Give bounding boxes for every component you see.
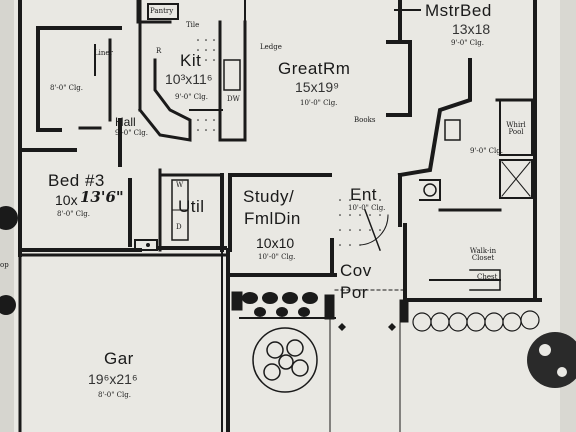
whirlpool-tub [499,99,533,156]
room-ceiling-kitchen: 9'-0" Clg. [175,93,208,101]
room-name-entry: Ent [350,185,378,204]
tree-right [527,332,576,388]
closet-dot [146,243,150,247]
room-dims-master: 13x18 [452,21,491,37]
room-dims-bed3-printed: 10x [55,192,78,208]
small-plants [338,323,396,331]
closet-chest [469,269,501,291]
fixture-pantry: Pantry [150,7,174,15]
closet-box [134,239,158,251]
master-bath-wall [397,58,472,178]
fixture-ledge: Ledge [260,43,282,51]
room-dims-garage: 19⁶x21⁶ [88,371,138,387]
vanity [444,119,461,141]
room-dims-kitchen: 10³x11⁶ [165,71,213,87]
room-name-garage: Gar [104,349,134,368]
room-ceiling-master: 9'-0" Clg. [451,39,484,47]
fixture-dw: DW [227,95,240,103]
room-ceiling-master-bath: 9'-0" Clg. [470,147,503,155]
fixture-w: W [176,181,184,189]
fixture-d: D [176,223,182,231]
fixture-walkin: Walk-in Closet [469,247,497,262]
porch-post-mid [324,294,335,320]
porch-post-right [399,299,409,323]
toilet-box [419,179,441,201]
room-name-kitchen: Kit [180,51,202,70]
room-name-bed3: Bed #3 [48,171,105,190]
fixture-books: Books [354,116,376,124]
room-ceiling-garage: 8'-0" Clg. [98,391,131,399]
paper-right-edge [560,0,576,432]
tree-front [252,327,318,393]
room-name-master: MstrBed [425,1,492,20]
room-name-great: GreatRm [278,59,351,78]
room-name-porch-line2: Por [340,283,368,302]
entry-door-swing [364,209,381,251]
room-dims-study: 10x10 [256,235,295,251]
room-ceiling-great: 10'-0" Clg. [300,99,338,107]
fixture-chest: Chest [477,273,498,281]
room-name-porch-line1: Cov [340,261,372,280]
fixture-r: R [156,47,162,55]
room-ceiling-hall: 9'-0" Clg. [115,129,148,137]
pantry-wall [136,0,172,24]
room-dims-great: 15x19⁹ [295,79,340,95]
toilet [423,183,437,197]
room-name-study-line2: FmlDin [244,209,301,228]
room-name-hall: Hall [115,115,136,129]
kitchen-island [137,58,192,142]
shrubs-right [412,310,540,332]
pantry-box [147,3,179,20]
master-bottom-wall [403,223,542,302]
porch-post-left [231,291,243,311]
room-dims-bed3-handwritten: 13'6" [80,188,124,206]
fixture-linen: Liner [94,49,113,57]
room-ceiling-upper-left: 8'-0" Clg. [50,84,83,92]
room-ceiling-study: 10'-0" Clg. [258,253,296,261]
room-ceiling-bed3: 8'-0" Clg. [57,210,90,218]
fixture-tile: Tile [186,21,200,29]
room-ceiling-entry: 10'-0" Clg. [348,204,386,212]
shrubs-porch [242,292,318,317]
tile-pattern [197,39,381,246]
upper-left-wall [36,26,62,132]
fixture-shop: op [0,261,9,269]
entry-door-arc [359,214,389,246]
fixture-whirlpool: Whirl Pool [506,121,526,136]
room-name-study-line1: Study/ [243,187,295,206]
shower-x [501,161,531,197]
stove [223,59,241,91]
tree-left [0,206,18,315]
shower [499,159,533,199]
room-name-util: Util [178,197,205,216]
